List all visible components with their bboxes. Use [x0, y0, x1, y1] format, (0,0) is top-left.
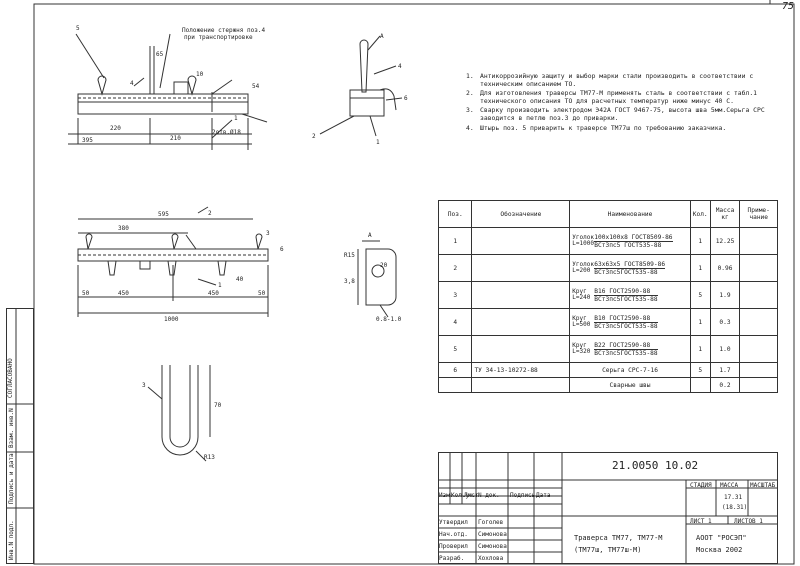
- dim-r13: R13: [204, 454, 215, 461]
- agreed-label: СОГЛАСОВАНО: [7, 358, 14, 398]
- dim-450-b: 450: [208, 290, 219, 297]
- table-row: 6 ТУ 34-13-10272-88 Серьга СРС-7-16 5 1.…: [437, 362, 778, 378]
- pos-1-label-plan: 1: [218, 282, 222, 289]
- technical-notes: 1.Антикоррозийную защиту и выбор марки с…: [466, 72, 776, 134]
- pos-3-label-loop: 3: [142, 382, 146, 389]
- dim-40: 40: [236, 276, 244, 283]
- spec-header-row: Поз. Обозначение Наименование Кол. Масса…: [437, 200, 778, 228]
- dim-r15: R15: [344, 252, 355, 259]
- dim-595: 595: [158, 211, 169, 218]
- dim-210: 210: [170, 135, 181, 142]
- pos-1-label: 1: [234, 115, 238, 122]
- table-row: Сварные швы 0.2: [437, 377, 778, 393]
- plan-view-drawing: 595 380 450 450 50 50 1000 40 2 3 6 1: [77, 206, 284, 323]
- product-title-2: (ТМ77ш, ТМ77ш-М): [574, 546, 642, 554]
- dim-50-a: 50: [82, 290, 90, 297]
- dim-54: 54: [252, 83, 260, 90]
- organization-city-year: Москва 2002: [696, 546, 743, 554]
- dim-450-a: 450: [118, 290, 129, 297]
- dim-3-8: 3,8: [344, 278, 355, 285]
- specification-table: Поз. Обозначение Наименование Кол. Масса…: [437, 200, 778, 393]
- view-a-title: A: [368, 232, 372, 239]
- side-stamp-grid: [6, 308, 34, 564]
- dim-380: 380: [118, 225, 129, 232]
- transport-label: при транспортировке: [184, 34, 253, 41]
- pos-4-label-b: 4: [398, 63, 402, 70]
- note-2: 2.Для изготовления траверсы ТМ77-М приме…: [466, 89, 758, 105]
- page-number: 75: [781, 1, 794, 12]
- dim-220: 220: [110, 125, 121, 132]
- pos-6-label-plan: 6: [280, 246, 284, 253]
- note-4: 4.Штырь поз. 5 приварить к траверсе ТМ77…: [466, 123, 727, 132]
- pos-4-label: 4: [130, 80, 134, 87]
- rod-position-label: Положение стержня поз.4: [182, 27, 265, 34]
- note-3: 3.Сварку производить электродом Э42А ГОС…: [466, 106, 765, 122]
- dim-1000: 1000: [164, 316, 179, 323]
- title-block-grid: [438, 452, 778, 564]
- dim-395: 395: [82, 137, 93, 144]
- pos-2-label-plan: 2: [208, 210, 212, 217]
- product-title-1: Траверса ТМ77, ТМ77-М: [574, 534, 663, 542]
- note-1: 1.Антикоррозийную защиту и выбор марки с…: [466, 72, 754, 88]
- pos-5-label: 5: [76, 25, 80, 32]
- pos-3-label-plan: 3: [266, 230, 270, 237]
- hole-note: 2отв.Ø18: [212, 129, 241, 136]
- pos-2-label: 2: [312, 133, 316, 140]
- dim-20: 20: [380, 262, 388, 269]
- view-a-marker: A: [380, 33, 384, 40]
- pos-1-label-b: 1: [376, 139, 380, 146]
- loop-detail: 70 R13 3: [142, 365, 222, 462]
- end-view-drawing: A 4 6 2 1: [312, 33, 408, 146]
- pos-6-label: 6: [404, 95, 408, 102]
- drawing-code: 21.0050 10.02: [612, 459, 699, 472]
- dim-gap: 0.8-1.0: [376, 316, 402, 323]
- dim-65: 65: [156, 51, 164, 58]
- side-view-drawing: Положение стержня поз.4 при транспортиро…: [68, 25, 268, 150]
- dim-50-b: 50: [258, 290, 266, 297]
- organization-name: АООТ "РОСЭП": [696, 534, 747, 542]
- side-stamp: СОГЛАСОВАНО Взам. инв.N Подпись и дата И…: [0, 308, 34, 564]
- dim-70: 70: [214, 402, 222, 409]
- dim-10: 10: [196, 71, 204, 78]
- title-block: 21.0050 10.02 Изм. Кол.уч Лист N док. По…: [438, 452, 778, 564]
- view-a-detail: A R15 20 3,8 0.8-1.0: [344, 232, 402, 323]
